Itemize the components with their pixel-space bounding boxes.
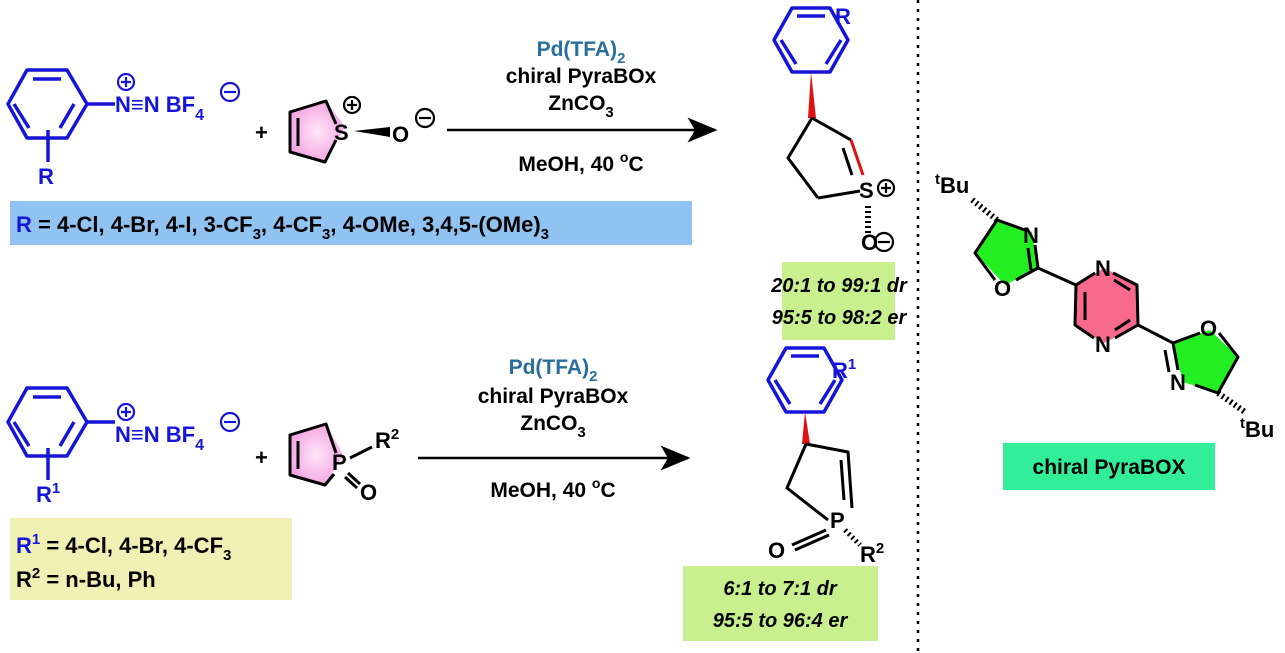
diazonium-label: N≡N BF — [115, 92, 195, 117]
pyrabox-ligand: N O N N O N tBu tBu — [935, 171, 1274, 442]
catalyst: Pd(TFA) — [537, 38, 617, 61]
svg-text:N≡N BF4: N≡N BF4 — [115, 422, 204, 454]
conditions-1: Pd(TFA)2 chiral PyraBOx ZnCO3 MeOH, 40 o… — [447, 38, 718, 176]
svg-text:R1: R1 — [36, 480, 60, 507]
oxazoline-n-label: N — [1170, 370, 1186, 395]
product-2: R1 P O R2 — [766, 346, 884, 567]
r2-scope-text: R2 = n-Bu, Ph — [16, 565, 156, 592]
r-scope-text: R = 4-Cl, 4-Br, 4-I, 3-CF3, 4-CF3, 4-OMe… — [16, 212, 549, 243]
pyrazine-n-label: N — [1095, 256, 1111, 281]
product-1: R S O — [772, 4, 896, 255]
product-r2-label: R — [860, 542, 876, 567]
base: ZnCO — [548, 92, 605, 115]
product-o-label: O — [861, 230, 878, 255]
selectivity-box-2 — [683, 566, 878, 641]
solvent-temp: MeOH, 40 — [490, 479, 592, 502]
r1-label: R — [36, 482, 52, 507]
er-text-2: 95:5 to 96:4 er — [713, 610, 849, 632]
ligand-label: chiral PyraBOx — [478, 385, 629, 408]
product-o-label: O — [768, 538, 785, 563]
solvent-temp: MeOH, 40 — [518, 153, 620, 176]
base: ZnCO — [520, 412, 577, 435]
product-p-label: P — [830, 508, 845, 533]
svg-text:Pd(TFA)2: Pd(TFA)2 — [537, 38, 626, 67]
plus-charge-icon — [116, 72, 136, 92]
catalyst: Pd(TFA) — [509, 356, 589, 379]
product-r1-label: R — [832, 358, 848, 383]
minus-charge-icon — [219, 81, 241, 103]
sulfolene-oxide: S O — [288, 95, 436, 164]
svg-text:N≡N BF4: N≡N BF4 — [115, 92, 204, 124]
ligand-label: chiral PyraBOx — [506, 65, 657, 88]
sulfur-label: S — [334, 120, 349, 145]
aryl-diazonium-1: R N≡N BF4 — [6, 68, 241, 189]
plus-sign: + — [255, 445, 268, 470]
tbu-label: Bu — [1245, 417, 1274, 442]
r1-r2-scope-box — [10, 518, 292, 600]
ligand-name: chiral PyraBOX — [1033, 456, 1186, 479]
svg-text:R2: R2 — [375, 426, 399, 453]
svg-text:MeOH, 40 oC: MeOH, 40 oC — [490, 475, 615, 502]
aryl-diazonium-2: R1 N≡N BF4 — [6, 386, 241, 507]
minus-charge-icon — [873, 231, 895, 253]
oxazoline-o-label: O — [994, 276, 1011, 301]
tbu-label: Bu — [940, 173, 969, 198]
minus-charge-icon — [414, 107, 436, 129]
conditions-2: Pd(TFA)2 chiral PyraBOx ZnCO3 MeOH, 40 o… — [418, 356, 691, 502]
oxazoline-n-label: N — [1023, 223, 1039, 248]
r2-label: R — [375, 428, 391, 453]
oxygen-label: O — [360, 480, 377, 505]
plus-charge-icon — [342, 95, 362, 115]
plus-charge-icon — [876, 178, 896, 198]
product-s-label: S — [859, 178, 874, 203]
product-r-label: R — [835, 4, 851, 29]
svg-text:tBu: tBu — [1240, 415, 1274, 442]
dr-text-2: 6:1 to 7:1 dr — [723, 578, 838, 600]
r1-scope-text: R1 = 4-Cl, 4-Br, 4-CF3 — [16, 531, 231, 564]
diazonium-label: N≡N BF — [115, 422, 195, 447]
svg-text:ZnCO3: ZnCO3 — [520, 412, 586, 441]
pyrazine-n-label: N — [1095, 332, 1111, 357]
svg-text:R1: R1 — [832, 356, 856, 383]
svg-text:ZnCO3: ZnCO3 — [548, 92, 614, 121]
r-scope-box — [10, 201, 692, 245]
svg-text:R2: R2 — [860, 540, 884, 567]
r-label: R — [38, 164, 54, 189]
phosphorus-label: P — [332, 450, 347, 475]
plus-sign: + — [255, 120, 268, 145]
er-text-1: 95:5 to 98:2 er — [772, 307, 908, 329]
svg-text:MeOH, 40 oC: MeOH, 40 oC — [518, 149, 643, 176]
plus-charge-icon — [116, 402, 136, 422]
ligand-name-box — [1003, 443, 1215, 490]
oxygen-label: O — [392, 122, 409, 147]
svg-text:Pd(TFA)2: Pd(TFA)2 — [509, 356, 598, 385]
oxazoline-o-label: O — [1200, 316, 1217, 341]
svg-text:tBu: tBu — [935, 171, 969, 198]
minus-charge-icon — [219, 411, 241, 433]
dr-text-1: 20:1 to 99:1 dr — [770, 275, 908, 297]
phospholene-oxide: P R2 O — [288, 422, 399, 505]
